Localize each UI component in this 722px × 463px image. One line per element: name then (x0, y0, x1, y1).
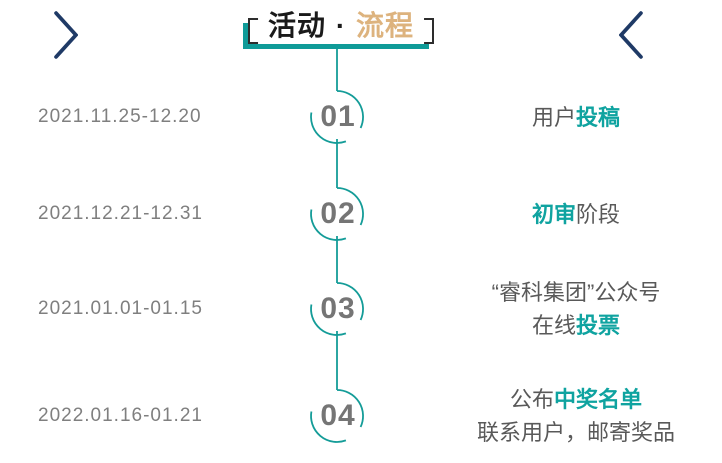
step-number: 01 (320, 100, 356, 133)
page-title: 活动 · 流程 (258, 8, 424, 44)
step-text-highlight: 投稿 (576, 104, 621, 130)
title-part1: 活动 (268, 10, 327, 41)
title-box: 活动 · 流程 (248, 8, 434, 44)
step-text-segment: 公布 (509, 387, 554, 412)
step-number: 03 (320, 292, 356, 325)
step-text-line: 联系用户，邮寄奖品 (448, 416, 704, 449)
step-text-highlight: 中奖名单 (554, 387, 643, 412)
step-text-segment: 阶段 (576, 201, 621, 227)
step-date: 2021.12.21-12.31 (38, 203, 203, 224)
chevron-left-icon[interactable] (619, 11, 643, 59)
step-text-highlight: 投票 (576, 313, 621, 338)
chevron-right-icon[interactable] (54, 11, 78, 59)
step-description: “睿科集团”公众号在线投票 (448, 276, 704, 342)
step-date: 2021.01.01-01.15 (38, 298, 203, 319)
step-description: 公布中奖名单联系用户，邮寄奖品 (448, 383, 704, 449)
step-number: 04 (320, 399, 356, 432)
step-description: 初审阶段 (448, 198, 704, 231)
title-separator: · (327, 10, 355, 41)
step-text-segment: 在线 (531, 313, 576, 338)
step-text-line: 初审阶段 (448, 198, 704, 231)
step-text-line: “睿科集团”公众号 (448, 276, 704, 309)
step-text-segment: 联系用户，邮寄奖品 (476, 420, 675, 445)
step-text-line: 公布中奖名单 (448, 383, 704, 416)
step-number: 02 (320, 197, 356, 230)
title-part2: 流程 (355, 10, 414, 41)
step-date: 2022.01.16-01.21 (38, 405, 203, 426)
step-text-line: 用户投稿 (448, 101, 704, 134)
step-description: 用户投稿 (448, 101, 704, 134)
step-text-segment: “睿科集团”公众号 (491, 280, 661, 305)
step-text-highlight: 初审 (531, 201, 576, 227)
step-text-segment: 用户 (531, 104, 576, 130)
step-date: 2021.11.25-12.20 (38, 106, 202, 127)
step-text-line: 在线投票 (448, 309, 704, 342)
